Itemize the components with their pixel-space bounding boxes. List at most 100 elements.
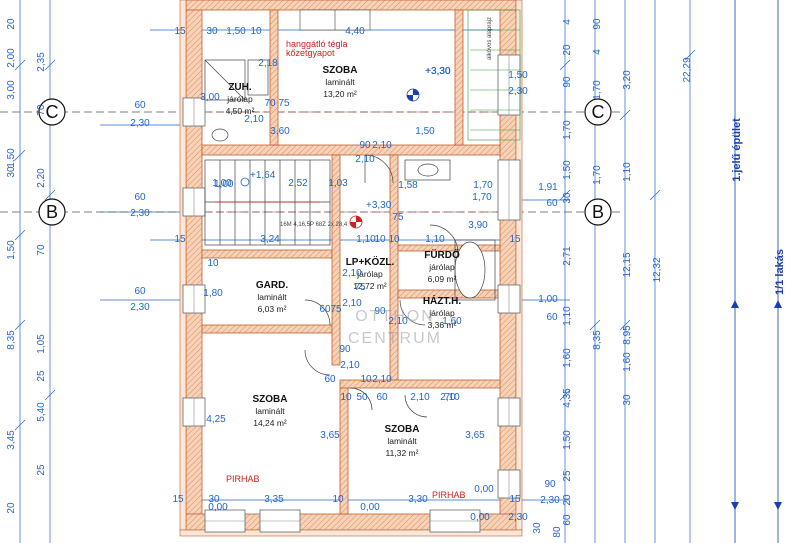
dimension-label: 1,10	[562, 306, 573, 326]
dimension-label: 1,50	[562, 430, 573, 450]
dimension-label: 2,30	[130, 302, 150, 313]
level-marker-mid	[349, 215, 363, 229]
dimension-label: 25	[36, 370, 47, 382]
dimension-label: 8,35	[592, 330, 603, 350]
room-name: FÜRDŐ	[424, 248, 460, 261]
dimension-label: 70	[36, 104, 47, 116]
dimension-label: 70	[264, 98, 276, 109]
dimension-label: 30	[562, 192, 573, 204]
side-label-arrows	[731, 300, 782, 510]
dimension-label: 80	[552, 526, 563, 538]
dimension-label: 90	[374, 306, 386, 317]
dimension-label: 2,35	[36, 52, 47, 72]
dimension-label: 60	[546, 198, 558, 209]
interior-walls	[201, 9, 501, 515]
dimension-label: 1,50	[6, 148, 17, 168]
dimension-label: 60	[134, 100, 146, 111]
note-sound-brick: hanggátló tégla	[286, 39, 348, 49]
room-name: SZOBA	[323, 65, 358, 76]
dimension-label: 10	[388, 234, 400, 245]
room-area: 14,24 m²	[253, 418, 287, 428]
dimension-label: 10	[332, 494, 344, 505]
room-zuh: ZUH. járólap 4,50 m²	[226, 82, 255, 116]
dimension-ticks	[14, 49, 696, 431]
dimension-label: 2,10	[340, 360, 360, 371]
dimension-label: 10	[207, 258, 219, 269]
dimension-label: 1,10	[425, 234, 445, 245]
dimension-label: 4,35	[562, 388, 573, 408]
dimension-label: 2,10	[372, 140, 392, 151]
dimension-label: 30	[208, 494, 220, 505]
dimension-label: 3,65	[320, 430, 340, 441]
axis-label-b-left: B	[46, 202, 58, 222]
dimension-label: 90	[359, 140, 371, 151]
room-area: 6,03 m²	[258, 304, 287, 314]
watermark-line-2: CENTRUM	[348, 330, 442, 347]
axis-marker-c-left: C	[38, 98, 66, 126]
side-label-lines	[734, 0, 779, 543]
dimension-label: 2,10	[372, 374, 392, 385]
room-szoba-1: SZOBA laminált 13,20 m²	[323, 65, 358, 99]
dimension-label: 1,03	[328, 178, 348, 189]
level-stair: +1,64	[250, 170, 276, 181]
dimension-label: 70	[444, 392, 456, 403]
dimension-label: 5,40	[36, 402, 47, 422]
dimension-label: 2,30	[540, 495, 560, 506]
dimension-label: 75	[278, 98, 290, 109]
dimension-label: 10	[360, 374, 372, 385]
dimension-label: 30	[206, 26, 218, 37]
fixtures	[204, 59, 496, 301]
dimension-label: 15	[509, 494, 521, 505]
dimension-label: 3,45	[6, 430, 17, 450]
axis-line-red	[190, 111, 500, 213]
dimension-label: 3,00	[6, 80, 17, 100]
dimension-label: 2,10	[355, 154, 375, 165]
dimension-label: 1,50	[415, 126, 435, 137]
dimension-label: 2,10	[410, 392, 430, 403]
note-stair-info: 16M 4,16,5P 68Z 2x 28,4	[280, 222, 348, 228]
dimension-label: 70	[36, 244, 47, 256]
dimension-label: 90	[544, 479, 556, 490]
dimension-label: 1,50	[6, 240, 17, 260]
dimension-label: 30	[6, 166, 17, 178]
room-hazt-h: HÁZT.H. járólap 3,36 m²	[423, 294, 462, 330]
room-floor: laminált	[255, 406, 285, 416]
dimension-label: 0,00	[208, 502, 228, 513]
dimension-label: 15	[174, 234, 186, 245]
dimension-label: 1,10	[356, 234, 376, 245]
dimensions-right-column-1: 420901,701,50302,711,101,604,351,5025206…	[532, 19, 573, 538]
dimension-label: 22,29	[682, 57, 693, 82]
dimension-label: 20	[6, 18, 17, 30]
room-name: ZUH.	[228, 82, 252, 93]
axis-marker-b-left: B	[38, 198, 66, 226]
dimension-label: 60	[324, 374, 336, 385]
dimension-label: 60	[562, 514, 573, 526]
room-szoba-3: SZOBA laminált 11,32 m²	[385, 424, 420, 458]
dimension-label: 3,24	[260, 234, 280, 245]
room-lp-kozl: LP+KÖZL. járólap 12,72 m²	[346, 255, 395, 291]
dimension-label: 4	[592, 49, 603, 55]
alcove-column	[467, 9, 521, 141]
dimension-label: 1,05	[36, 334, 47, 354]
axis-label-b-right: B	[592, 202, 604, 222]
level-marker-top	[406, 88, 420, 102]
dimension-label: 3,20	[622, 70, 633, 90]
axis-marker-c-right: C	[584, 98, 612, 126]
dimension-label: 4	[562, 19, 573, 25]
dimension-label: 12,32	[652, 257, 663, 282]
dimension-label: 20	[6, 502, 17, 514]
dimension-label: 8,35	[6, 330, 17, 350]
dimension-label: 1,80	[203, 288, 223, 299]
room-name: HÁZT.H.	[423, 294, 462, 307]
dimension-label: 0,00	[474, 484, 494, 495]
axis-marker-b-right: B	[584, 198, 612, 226]
watermark-line-1: OTTHON	[355, 308, 435, 325]
dimension-label: 2,20	[36, 168, 47, 188]
watermark: OTTHON CENTRUM	[348, 308, 442, 347]
dimension-label: 2,10	[342, 268, 362, 279]
dimension-label: 15	[172, 494, 184, 505]
room-name: GARD.	[256, 280, 288, 291]
level-top: +3,30	[425, 66, 451, 77]
dimension-label: +3,30	[425, 66, 451, 77]
